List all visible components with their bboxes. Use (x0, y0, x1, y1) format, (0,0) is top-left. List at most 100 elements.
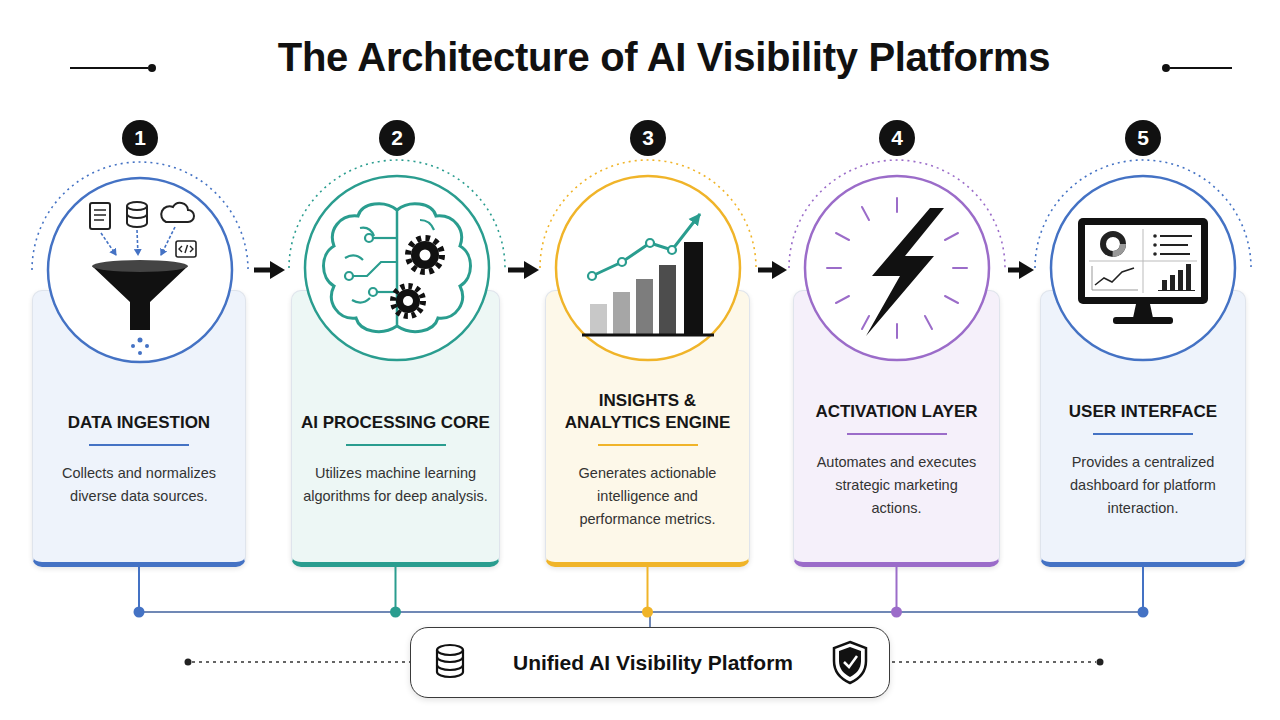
connector-bus (650, 612, 1143, 627)
bus-dot (642, 607, 653, 618)
funnel-icon (94, 214, 106, 216)
callout-number: 4 (879, 120, 915, 156)
funnel-icon (161, 203, 194, 222)
growth-chart-icon (636, 279, 653, 334)
funnel-icon (90, 203, 110, 229)
stage-card: INSIGHTS & ANALYTICS ENGINEGenerates act… (545, 160, 750, 567)
bus-dot (1138, 607, 1149, 618)
brain-icon (345, 220, 434, 303)
brain-icon (345, 234, 377, 296)
title-rule (70, 67, 148, 69)
flow-arrow-shaft (1008, 268, 1021, 273)
shield-icon (844, 656, 857, 667)
dotted-arc (32, 160, 1251, 270)
arrow-head (270, 261, 285, 279)
funnel-icon (92, 266, 188, 330)
stage-card: USER INTERFACEProvides a centralized das… (1040, 160, 1246, 567)
brain-icon (369, 288, 377, 296)
monitor-icon (1153, 252, 1157, 256)
card-content: AI PROCESSING COREUtilizes machine learn… (297, 380, 494, 540)
brain-icon (345, 272, 353, 280)
card-description: Collects and normalizes diverse data sou… (39, 462, 239, 508)
lightning-icon (827, 198, 967, 338)
monitor-icon (1095, 268, 1134, 285)
shield-icon (834, 642, 866, 683)
platform-label: Unified AI Visibility Platform (507, 651, 793, 675)
callout-number: 1 (122, 120, 158, 156)
card-content: INSIGHTS & ANALYTICS ENGINEGenerates act… (551, 380, 744, 540)
title-rule (1170, 67, 1232, 69)
funnel-icon (179, 246, 182, 252)
connector-bus (139, 612, 650, 627)
funnel-icon (127, 202, 147, 210)
funnel-icon (145, 344, 149, 348)
brain-icon (420, 220, 434, 230)
dotted-baseline (192, 661, 1096, 663)
growth-chart-icon (684, 242, 703, 334)
lightning-icon (896, 324, 898, 338)
arrow-head (1019, 261, 1034, 279)
monitor-icon (1103, 234, 1123, 254)
growth-chart-icon (588, 272, 596, 280)
card-panel (32, 290, 246, 567)
funnel-icon (176, 241, 196, 257)
bus-dot (891, 607, 902, 618)
monitor-icon (1113, 317, 1173, 324)
gear (403, 296, 413, 306)
brain-icon (396, 210, 399, 326)
card-heading: ACTIVATION LAYER (815, 401, 977, 423)
lightning-icon (836, 296, 849, 303)
connector (758, 261, 787, 279)
funnel-icon (101, 233, 116, 255)
dotted-arc (32, 162, 248, 270)
flow-arrow-shaft (254, 268, 272, 273)
monitor-icon (1162, 280, 1167, 290)
funnel-icon (94, 219, 104, 221)
monitor-icon (1170, 275, 1175, 290)
shield-icon (834, 642, 866, 683)
monitor-icon (1160, 235, 1192, 237)
gear (396, 289, 420, 313)
lightning-icon (862, 316, 869, 329)
monitor-icon (1160, 244, 1188, 246)
gear (393, 286, 423, 316)
heading-underline (1093, 433, 1193, 435)
brain-icon (353, 262, 397, 276)
connector (1008, 261, 1034, 279)
funnel-icon (127, 206, 147, 227)
funnel-icon (127, 214, 147, 218)
database-icon (437, 645, 463, 655)
lightning-icon (836, 233, 849, 240)
monitor-icon (1143, 229, 1144, 293)
monitor-icon (1133, 304, 1153, 318)
database-icon (437, 650, 463, 677)
brain-icon (324, 204, 471, 332)
funnel-icon (138, 351, 142, 355)
gear (420, 250, 431, 261)
monitor-icon (1158, 290, 1195, 291)
funnel-icon (137, 230, 138, 255)
platform-box: Unified AI Visibility Platform (410, 627, 890, 698)
connector-stub (395, 567, 397, 612)
icon-circle (48, 178, 232, 362)
title-rule (148, 64, 156, 72)
connector (139, 567, 650, 627)
monitor-icon (1162, 264, 1191, 290)
monitor-icon (1160, 236, 1192, 254)
monitor-icon (1085, 225, 1201, 297)
growth-chart-icon (613, 292, 630, 334)
funnel-icon (131, 344, 135, 348)
monitor-icon (1153, 234, 1157, 238)
dotted-arc (289, 160, 505, 268)
connector (648, 567, 651, 627)
heading-underline (847, 433, 947, 435)
gear (408, 238, 442, 272)
brain-icon (345, 255, 363, 260)
funnel-icon (90, 202, 196, 355)
icon-circle (305, 176, 489, 360)
dotted-baseline (185, 659, 1104, 666)
stage-card: DATA INGESTIONCollects and normalizes di… (32, 160, 246, 567)
